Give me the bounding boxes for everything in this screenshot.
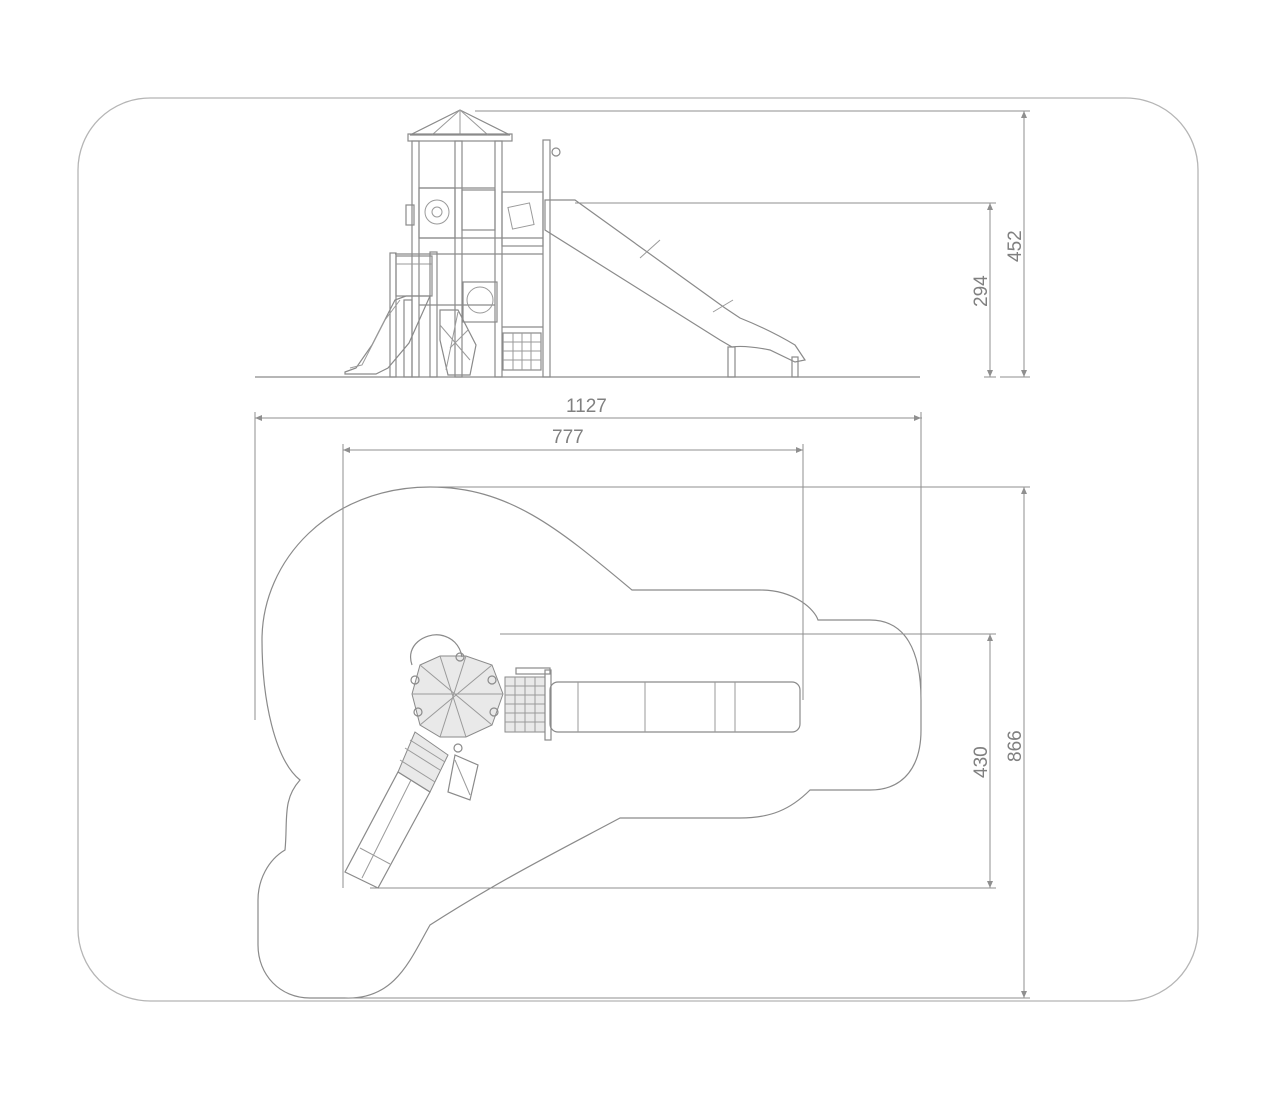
dimension-label-430: 430: [971, 746, 992, 778]
dimension-777: [342, 444, 804, 888]
tower-posts: [411, 139, 561, 378]
tube-slide-top: [549, 681, 801, 733]
dimension-452: [475, 110, 1030, 378]
tower-roof: [407, 109, 513, 142]
tower-top-view: [409, 634, 504, 753]
drawing-frame: [77, 97, 1199, 1002]
side-elevation-view: 294 452: [255, 109, 1030, 378]
upper-panels: [405, 187, 544, 247]
straight-slide-top: [344, 731, 479, 889]
left-platform: [389, 251, 438, 378]
climbing-net: [439, 309, 477, 376]
decks: [395, 253, 543, 328]
dimension-label-1127: 1127: [566, 396, 607, 417]
dimension-1127: [254, 412, 922, 720]
safety-area-outline: [257, 486, 922, 999]
dimension-294: [575, 202, 996, 378]
tube-window: [462, 281, 498, 323]
short-slide: [344, 295, 431, 375]
dimension-label-777: 777: [552, 427, 584, 448]
tube-slide: [544, 199, 806, 378]
bridge-grid: [504, 667, 552, 741]
dimension-866: [345, 486, 1030, 999]
dimension-label-294: 294: [971, 275, 992, 307]
dimension-label-866: 866: [1005, 730, 1026, 762]
dimension-label-452: 452: [1005, 230, 1026, 262]
grid-panel: [502, 332, 542, 371]
dimension-430: [370, 633, 996, 889]
plan-view: 777 1127 430 866: [254, 396, 1030, 999]
